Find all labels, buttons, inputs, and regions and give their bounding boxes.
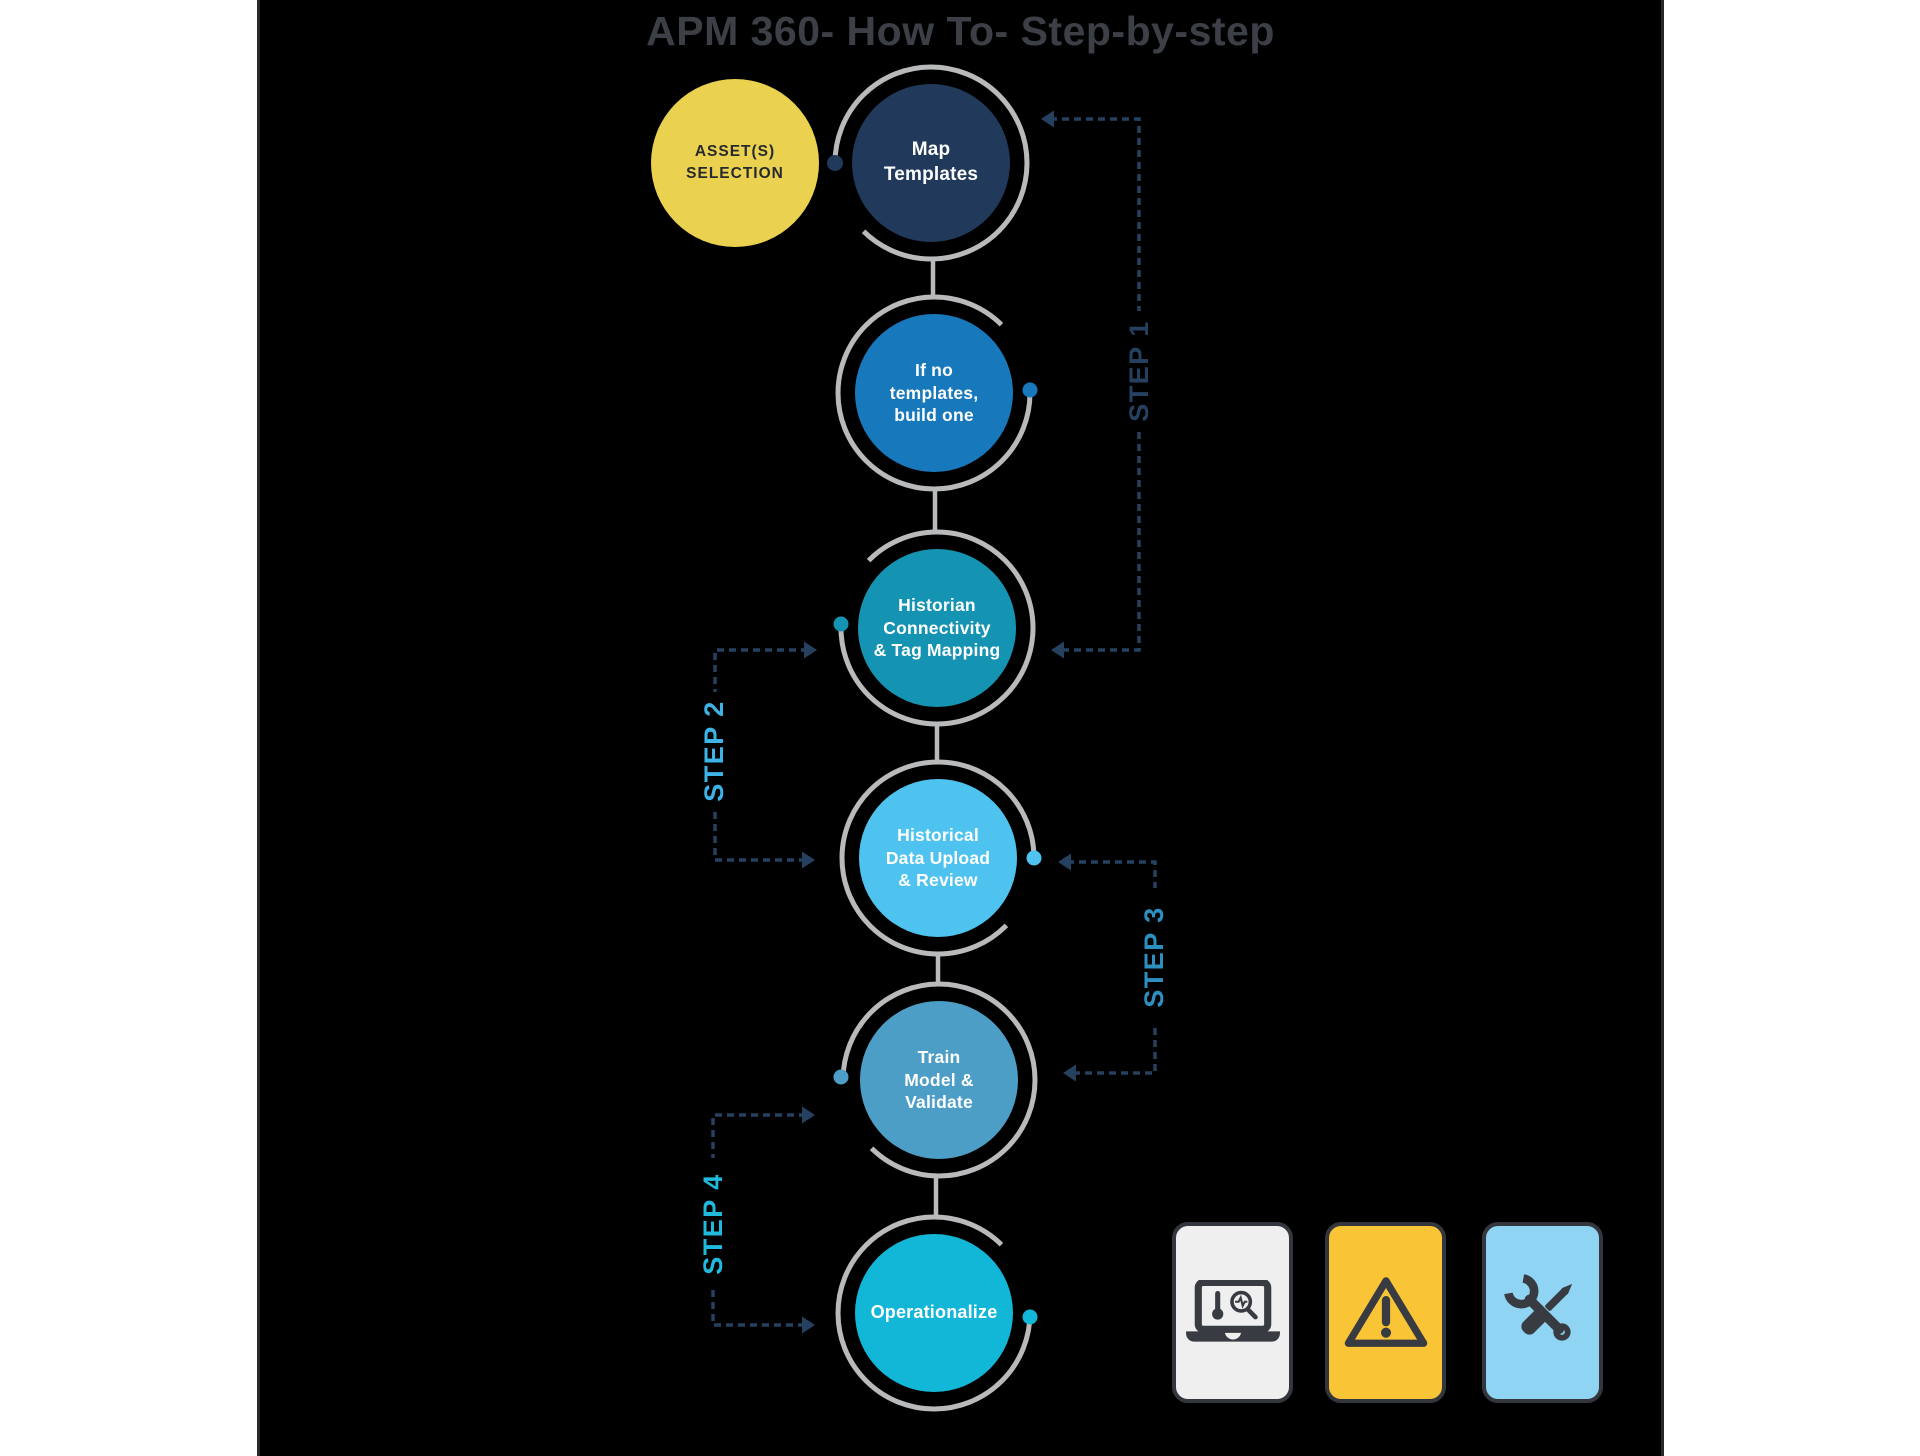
asset-selection-node: ASSET(S) SELECTION: [651, 79, 819, 247]
step-circle-historical-data-upload: Historical Data Upload & Review: [859, 779, 1017, 937]
asset-selection-line: SELECTION: [686, 165, 784, 182]
circle-label-line: Connectivity: [883, 617, 991, 638]
step-circle-operationalize: Operationalize: [855, 1234, 1013, 1392]
circle-label-line: Historian: [898, 594, 976, 615]
step-circle-map-templates: Map Templates: [852, 84, 1010, 242]
step-circle-train-model: Train Model & Validate: [860, 1001, 1018, 1159]
circle-label-line: templates,: [889, 382, 979, 403]
circle-label-line: Operationalize: [870, 1302, 998, 1323]
step-2-label: STEP 2: [698, 700, 729, 802]
asset-selection-line: ASSET(S): [694, 142, 776, 160]
circle-label-line: build one: [894, 405, 974, 426]
page-title: APM 360- How To- Step-by-step: [646, 8, 1275, 54]
circle-label-line: If no: [915, 359, 953, 380]
step-4-label: STEP 4: [697, 1173, 728, 1275]
step-1-label: STEP 1: [1123, 320, 1154, 422]
card-laptop-diagnostics: [1172, 1222, 1293, 1403]
circle-label-line: Train: [917, 1046, 961, 1067]
circle-label-line: & Review: [898, 870, 978, 891]
circle-label-line: Map: [911, 139, 951, 161]
circle-label-line: & Tag Mapping: [873, 640, 1001, 661]
step-3-label: STEP 3: [1138, 906, 1169, 1008]
circle-label-line: Model &: [904, 1069, 974, 1090]
circle-label-line: Templates: [883, 164, 979, 185]
step-circle-historian-connectivity: Historian Connectivity & Tag Mapping: [858, 549, 1016, 707]
circle-label-line: Historical: [897, 824, 979, 845]
step-circle-build-template: If no templates, build one: [855, 314, 1013, 472]
card-tools: [1482, 1222, 1603, 1403]
circle-label-line: Data Upload: [885, 847, 991, 868]
circle-label-line: Validate: [905, 1092, 973, 1113]
warning-triangle-icon: [1344, 1276, 1427, 1347]
crossed-tools-icon: [1503, 1273, 1572, 1341]
card-warning: [1325, 1222, 1446, 1403]
laptop-diagnostics-icon: [1185, 1279, 1280, 1342]
